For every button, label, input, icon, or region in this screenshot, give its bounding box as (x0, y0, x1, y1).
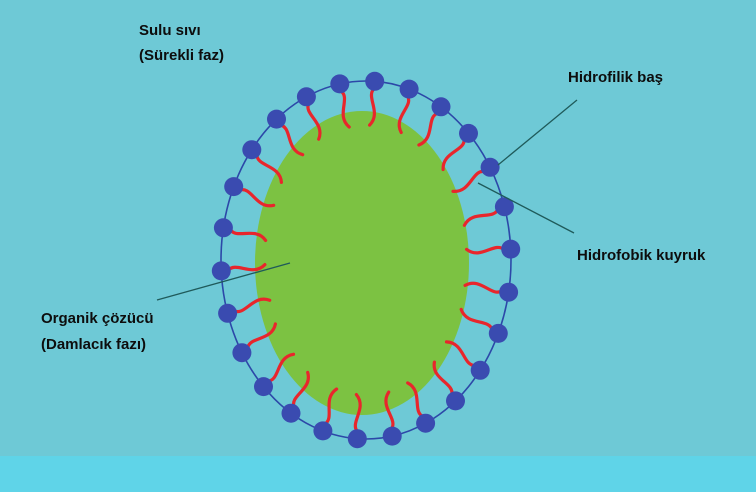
hydrophilic-head-label: Hidrofilik baş (568, 67, 663, 89)
hydrophilic-head (232, 343, 251, 362)
hydrophilic-head (383, 427, 402, 446)
hydrophilic-head (214, 218, 233, 237)
hydrophilic-head (471, 361, 490, 380)
hydrophilic-head (254, 377, 273, 396)
hydrophilic-head (365, 72, 384, 91)
hydrophilic-head (218, 304, 237, 323)
hydrophilic-head (416, 414, 435, 433)
droplet-phase-label: (Damlacık fazı) (41, 334, 146, 356)
hydrophilic-head (348, 429, 367, 448)
hydrophobic-tail (467, 247, 504, 252)
hydrophilic-head (267, 110, 286, 129)
organic-solvent-label: Organik çözücü (41, 308, 154, 330)
hydrophilic-head (313, 421, 332, 440)
hydrophilic-head (212, 261, 231, 280)
hydrophobic-tail (461, 309, 492, 330)
hydrophilic-head (400, 80, 419, 99)
hydrophilic-head (432, 97, 451, 116)
hydrophilic-head (446, 391, 465, 410)
hydrophilic-head (224, 177, 243, 196)
hydrophobic-tail (464, 209, 498, 225)
hydrophilic-head (499, 283, 518, 302)
aqueous-phase-label: Sulu sıvı (139, 20, 201, 42)
hydrophilic-head (459, 124, 478, 143)
hydrophobic-tail (453, 171, 484, 191)
leader-line-hydrophobic-tail (478, 183, 574, 233)
hydrophilic-head (242, 140, 261, 159)
hydrophobic-tail (443, 139, 464, 170)
hydrophilic-head (501, 240, 520, 259)
hydrophilic-head (282, 404, 301, 423)
hydrophobic-tail (465, 283, 502, 292)
hydrophilic-head (297, 87, 316, 106)
hydrophilic-head (481, 158, 500, 177)
hydrophilic-head (489, 324, 508, 343)
hydrophilic-head (330, 74, 349, 93)
continuous-phase-label: (Sürekli faz) (139, 45, 224, 67)
organic-droplet-core (255, 111, 469, 415)
leader-line-hydrophilic-head (498, 100, 577, 165)
hydrophobic-tail-label: Hidrofobik kuyruk (577, 245, 705, 267)
